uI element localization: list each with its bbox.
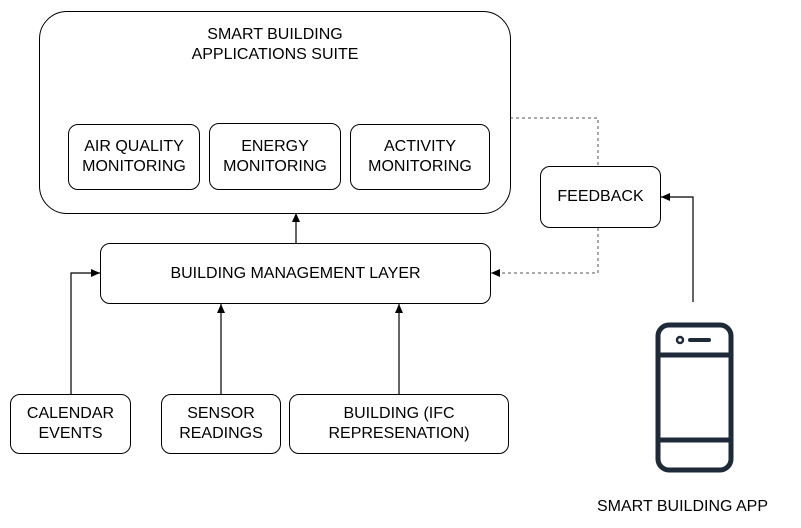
building-label: BUILDING (IFC REPRESENATION) (328, 405, 470, 442)
energy-label: ENERGY MONITORING (223, 137, 327, 175)
feedback-box: FEEDBACK (540, 166, 661, 228)
suite-title: SMART BUILDING APPLICATIONS SUITE (191, 26, 359, 63)
activity-monitoring-box: ACTIVITY MONITORING (350, 124, 490, 190)
management-label: BUILDING MANAGEMENT LAYER (170, 264, 421, 282)
smartphone-icon (655, 322, 734, 473)
calendar-events-box: CALENDAR EVENTS (10, 394, 131, 454)
sensor-label: SENSOR READINGS (179, 405, 263, 442)
building-ifc-box: BUILDING (IFC REPRESENATION) (289, 394, 509, 454)
sensor-readings-box: SENSOR READINGS (161, 394, 281, 454)
app-to-feedback-arrow (661, 193, 694, 302)
energy-monitoring-box: ENERGY MONITORING (209, 123, 341, 190)
feedback-to-management-dotted-arrow (491, 228, 599, 277)
building-management-layer-box: BUILDING MANAGEMENT LAYER (100, 243, 491, 304)
activity-label: ACTIVITY MONITORING (368, 138, 472, 175)
calendar-to-management-arrow (70, 269, 100, 394)
smart-building-app-label: SMART BUILDING APP (597, 498, 769, 515)
air-quality-label: AIR QUALITY MONITORING (82, 138, 186, 175)
suite-to-feedback-dotted-line (510, 117, 599, 167)
air-quality-monitoring-box: AIR QUALITY MONITORING (68, 124, 200, 190)
feedback-label: FEEDBACK (557, 188, 644, 205)
calendar-label: CALENDAR EVENTS (26, 405, 115, 442)
